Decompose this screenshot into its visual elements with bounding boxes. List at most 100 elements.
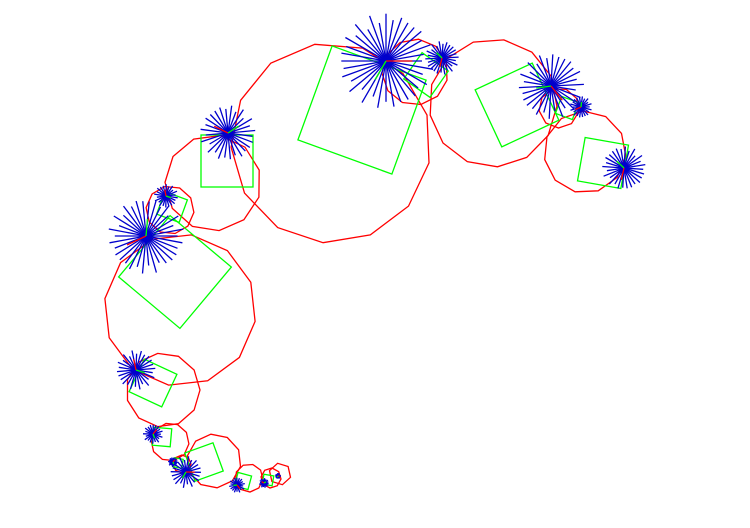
- star-inner-tick: [436, 52, 443, 59]
- red-polygon-13: [145, 185, 195, 235]
- star-ray: [122, 369, 137, 385]
- star-inner-tick: [164, 189, 167, 197]
- star-ray: [623, 167, 633, 188]
- starburst-6: [116, 350, 156, 390]
- star-ray: [145, 206, 162, 237]
- star-ray: [179, 457, 187, 473]
- star-ray: [623, 167, 628, 189]
- star-ray: [134, 369, 137, 387]
- star-ray: [122, 205, 147, 237]
- star-inner-tick: [439, 57, 443, 68]
- star-ray: [368, 15, 387, 62]
- star-ray: [550, 61, 572, 87]
- star-ray: [529, 71, 552, 87]
- star-ray: [118, 366, 137, 371]
- starburst-4: [108, 200, 184, 274]
- star-ray: [531, 85, 552, 110]
- starburst-7: [142, 424, 163, 444]
- star-inner-tick: [236, 484, 241, 489]
- star-ray: [550, 85, 581, 99]
- star-inner-tick: [536, 85, 552, 89]
- star-inner-tick: [213, 125, 229, 134]
- star-ray: [536, 63, 552, 87]
- star-ray: [378, 22, 387, 62]
- star-ray: [124, 235, 147, 264]
- star-inner-tick: [374, 60, 387, 80]
- star-ray: [227, 105, 233, 134]
- star-ray: [185, 456, 190, 473]
- red-polygon-9: [234, 463, 264, 493]
- star-ray: [438, 41, 443, 59]
- star-ray: [550, 67, 574, 87]
- star-ray: [341, 52, 387, 62]
- star-ray: [546, 58, 552, 87]
- star-ray: [145, 235, 173, 261]
- red-polygon-6: [126, 352, 201, 428]
- star-ray: [349, 60, 387, 93]
- star-ray: [623, 148, 636, 169]
- star-ray: [441, 57, 453, 72]
- star-ray: [214, 110, 229, 134]
- star-ray: [570, 103, 582, 108]
- star-ray: [623, 167, 644, 170]
- star-ray: [227, 132, 253, 137]
- star-ray: [441, 57, 446, 75]
- star-ray: [550, 83, 584, 87]
- star-ray: [227, 129, 256, 134]
- star-ray: [185, 471, 200, 482]
- star-ray: [227, 111, 237, 134]
- star-ray: [227, 132, 253, 143]
- star-ray: [149, 433, 154, 443]
- star-inner-tick: [126, 235, 147, 246]
- red-polygon-8: [186, 433, 242, 489]
- starburst-14: [168, 457, 178, 468]
- star-ray: [135, 354, 146, 371]
- star-ray: [120, 369, 137, 381]
- star-ray: [385, 27, 415, 62]
- star-ray: [145, 235, 177, 256]
- star-ray: [385, 60, 434, 70]
- star-ray: [205, 132, 229, 136]
- star-ray: [543, 85, 552, 113]
- star-ray: [614, 167, 625, 185]
- star-ray: [173, 471, 187, 481]
- star-ray: [385, 44, 431, 62]
- star-ray: [227, 132, 243, 157]
- star-ray: [526, 85, 552, 106]
- star-ray: [385, 53, 424, 62]
- star-ray: [623, 163, 646, 169]
- star-ray: [185, 467, 201, 473]
- star-inner-tick: [616, 160, 625, 169]
- star-ray: [135, 363, 154, 371]
- star-ray: [441, 57, 458, 66]
- star-ray: [520, 73, 552, 87]
- star-ray: [550, 78, 577, 87]
- star-ray: [135, 367, 156, 371]
- star-ray: [538, 55, 552, 87]
- star-ray: [117, 361, 137, 371]
- star-ray: [385, 30, 422, 62]
- star-ray: [385, 60, 428, 86]
- star-inner-tick: [135, 369, 145, 374]
- star-ray: [214, 132, 229, 153]
- star-ray: [207, 132, 229, 153]
- star-ray: [385, 22, 409, 62]
- star-inner-tick: [276, 475, 279, 478]
- star-ray: [611, 150, 625, 169]
- star-ray: [145, 235, 160, 263]
- starburst-13: [154, 184, 178, 208]
- starburst-10: [425, 41, 459, 75]
- star-ray: [129, 369, 137, 390]
- star-ray: [523, 80, 552, 87]
- star-inner-tick: [181, 471, 187, 479]
- star-inner-tick: [152, 433, 156, 439]
- star-ray: [142, 201, 147, 237]
- star-ray: [185, 459, 197, 473]
- star-ray: [425, 57, 443, 60]
- starburst-8: [170, 456, 201, 488]
- star-ray: [605, 161, 625, 169]
- star-ray: [113, 215, 147, 237]
- star-ray: [217, 132, 229, 159]
- star-ray: [227, 132, 246, 152]
- star-ray: [385, 60, 402, 103]
